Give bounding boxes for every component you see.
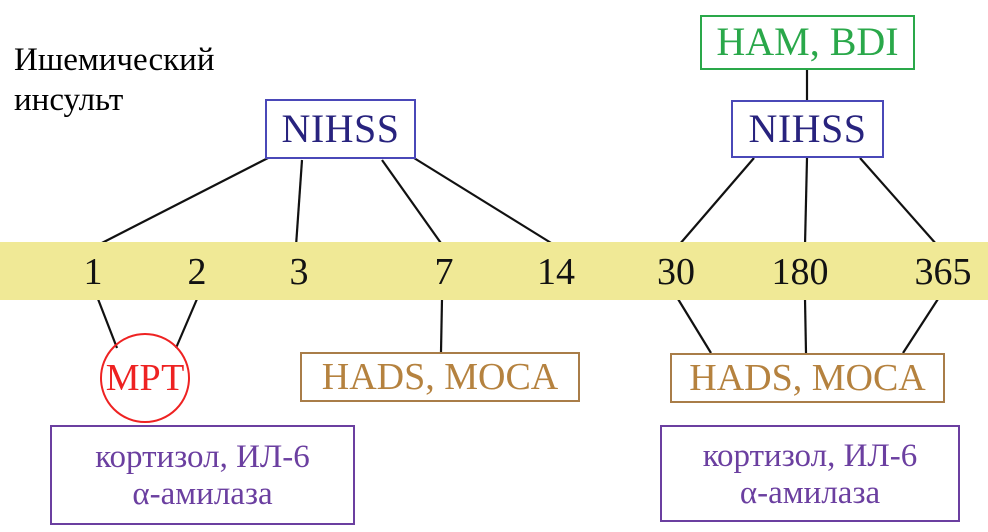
cortisol-left-line1: кортизол, ИЛ-6 <box>95 439 310 476</box>
node-hads-moca-right[interactable]: HADS, MOCA <box>670 353 945 403</box>
timeline-tick-2[interactable]: 2 <box>187 251 207 293</box>
connector-180-to-hads-right <box>803 298 808 354</box>
node-cortisol-right[interactable]: кортизол, ИЛ-6 α-амилаза <box>660 425 960 522</box>
node-nihss-right[interactable]: NIHSS <box>731 100 884 158</box>
page-title: Ишемический инсульт <box>14 42 215 119</box>
timeline-tick-180[interactable]: 180 <box>771 251 829 293</box>
connector-nihss-left-to-1 <box>95 157 269 247</box>
timeline-tick-7[interactable]: 7 <box>434 251 454 293</box>
node-nihss-left[interactable]: NIHSS <box>265 99 416 159</box>
connector-365-to-hads-right <box>902 298 939 354</box>
connector-nihss-left-to-3 <box>294 159 304 247</box>
timeline-tick-30[interactable]: 30 <box>657 251 695 293</box>
node-ham-bdi[interactable]: HAM, BDI <box>700 15 915 70</box>
node-mrt[interactable]: МРТ <box>100 333 190 423</box>
connector-nihss-right-to-30 <box>678 157 755 246</box>
connector-30-to-hads-right <box>677 298 712 354</box>
timeline-tick-1[interactable]: 1 <box>83 251 103 293</box>
connector-nihss-right-to-365 <box>859 157 938 246</box>
timeline-tick-14[interactable]: 14 <box>537 251 575 293</box>
connector-nihss-right-to-180 <box>803 157 809 246</box>
timeline-tick-3[interactable]: 3 <box>289 251 309 293</box>
cortisol-right-line2: α-амилаза <box>739 474 881 511</box>
timeline-tick-365[interactable]: 365 <box>914 251 972 293</box>
node-cortisol-left[interactable]: кортизол, ИЛ-6 α-амилаза <box>50 425 355 525</box>
connector-nihss-left-to-7 <box>381 159 444 247</box>
cortisol-left-line2: α-амилаза <box>132 476 273 512</box>
timeline-band <box>0 242 988 300</box>
connector-2-to-mrt <box>174 298 199 349</box>
cortisol-right-line1: кортизол, ИЛ-6 <box>702 437 918 474</box>
node-hads-moca-left[interactable]: HADS, MOCA <box>300 352 580 402</box>
connector-7-to-hads-left <box>439 298 444 353</box>
connector-1-to-mrt <box>96 298 119 349</box>
connector-nihss-left-to-14 <box>413 157 557 247</box>
